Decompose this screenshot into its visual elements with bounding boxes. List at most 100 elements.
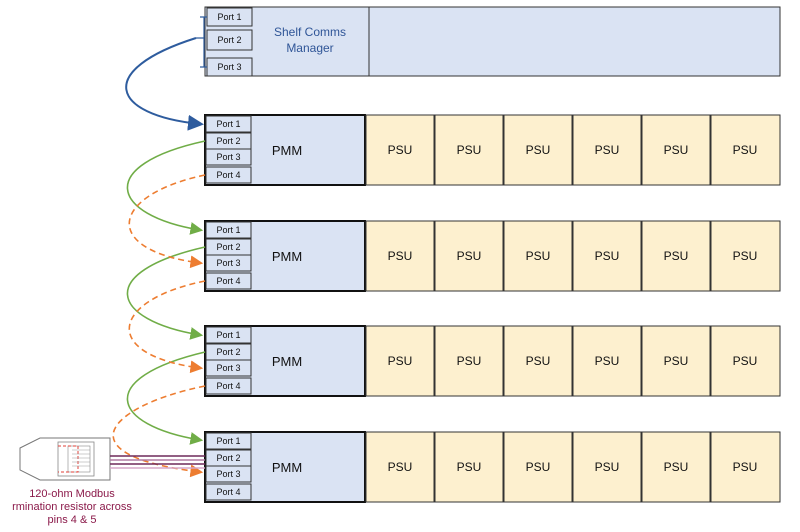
psu-slot: PSU — [572, 220, 642, 292]
manager-title-line1: Shelf Comms — [274, 25, 346, 39]
orange-link-2-3 — [128, 280, 206, 374]
psu-label: PSU — [733, 143, 758, 157]
psu-label: PSU — [595, 249, 620, 263]
port-label: Port 1 — [216, 436, 240, 446]
psu-label: PSU — [388, 249, 413, 263]
pmm-label: PMM — [272, 354, 302, 369]
port-label: Port 2 — [216, 242, 240, 252]
psu-label: PSU — [595, 354, 620, 368]
psu-label: PSU — [526, 460, 551, 474]
shelf-2-port-1: Port 1 — [205, 221, 252, 239]
psu-label: PSU — [457, 249, 482, 263]
psu-slot: PSU — [710, 325, 781, 397]
psu-slot: PSU — [572, 325, 642, 397]
shelf-1-port-2: Port 2 — [205, 132, 252, 150]
psu-label: PSU — [457, 354, 482, 368]
psu-label: PSU — [388, 460, 413, 474]
psu-label: PSU — [664, 249, 689, 263]
shelf-1-port-4: Port 4 — [205, 166, 252, 184]
terminator-note-line3: pins 4 & 5 — [48, 514, 97, 526]
psu-slot: PSU — [503, 114, 573, 186]
psu-label: PSU — [595, 143, 620, 157]
psu-label: PSU — [526, 249, 551, 263]
orange-link-1-2 — [128, 174, 206, 269]
manager-port-3-label: Port 3 — [217, 62, 241, 72]
shelf-2-port-2: Port 2 — [205, 238, 252, 256]
shelf-3-port-2: Port 2 — [205, 343, 252, 361]
psu-slot: PSU — [503, 325, 573, 397]
psu-slot: PSU — [710, 114, 781, 186]
shelf-3-port-1: Port 1 — [205, 326, 252, 344]
port-label: Port 1 — [216, 330, 240, 340]
shelf-3-port-4: Port 4 — [205, 377, 252, 395]
port-label: Port 2 — [216, 453, 240, 463]
psu-slot: PSU — [641, 431, 711, 503]
psu-label: PSU — [526, 354, 551, 368]
pmm-label: PMM — [272, 143, 302, 158]
shelf-4-port-1: Port 1 — [205, 432, 252, 450]
manager-port-2: Port 2 — [206, 29, 253, 51]
manager-title-line2: Manager — [286, 41, 333, 55]
rj45-terminator-plug — [19, 437, 205, 481]
psu-slot: PSU — [365, 325, 435, 397]
port-label: Port 2 — [216, 136, 240, 146]
psu-label: PSU — [595, 460, 620, 474]
psu-label: PSU — [664, 354, 689, 368]
shelf-comms-manager: Port 1 Port 2 Port 3 Shelf Comms Manager — [196, 6, 781, 77]
psu-slot: PSU — [710, 220, 781, 292]
shelf-3-port-3: Port 3 — [205, 359, 252, 377]
psu-label: PSU — [664, 460, 689, 474]
green-link-1-2 — [126, 140, 206, 235]
port-label: Port 4 — [216, 381, 240, 391]
psu-slot: PSU — [365, 114, 435, 186]
psu-label: PSU — [733, 460, 758, 474]
shelf-2-port-4: Port 4 — [205, 272, 252, 290]
psu-slot: PSU — [434, 431, 504, 503]
psu-slot: PSU — [641, 325, 711, 397]
psu-label: PSU — [664, 143, 689, 157]
manager-port-1: Port 1 — [206, 7, 253, 27]
psu-slot: PSU — [365, 220, 435, 292]
shelf-1-port-3: Port 3 — [205, 148, 252, 166]
port-label: Port 4 — [216, 276, 240, 286]
green-link-3-4 — [126, 351, 206, 445]
psu-slot: PSU — [503, 220, 573, 292]
terminator-note-line1: 120-ohm Modbus — [29, 488, 115, 500]
manager-port-3: Port 3 — [206, 57, 253, 77]
green-link-2-3 — [126, 246, 206, 340]
psu-label: PSU — [388, 143, 413, 157]
pmm-label: PMM — [272, 249, 302, 264]
psu-slot: PSU — [434, 114, 504, 186]
manager-to-shelf1-link — [125, 37, 204, 131]
shelf-row-3: Port 1 Port 2 Port 3 Port 4 PMM PSU PSU … — [204, 325, 781, 397]
shelf-4-port-2: Port 2 — [205, 449, 252, 467]
psu-slot: PSU — [710, 431, 781, 503]
port-label: Port 4 — [216, 170, 240, 180]
shelf-4-port-4: Port 4 — [205, 483, 252, 501]
manager-frame — [204, 6, 781, 77]
psu-label: PSU — [457, 143, 482, 157]
psu-label: PSU — [733, 249, 758, 263]
psu-slot: PSU — [434, 220, 504, 292]
psu-label: PSU — [388, 354, 413, 368]
shelf-2-port-3: Port 3 — [205, 254, 252, 272]
psu-slot: PSU — [572, 114, 642, 186]
shelf-4-port-3: Port 3 — [205, 465, 252, 483]
manager-port-1-label: Port 1 — [217, 12, 241, 22]
psu-slot: PSU — [641, 114, 711, 186]
manager-port-2-label: Port 2 — [217, 35, 241, 45]
psu-slot: PSU — [434, 325, 504, 397]
shelf-row-2: Port 1 Port 2 Port 3 Port 4 PMM PSU PSU … — [204, 220, 781, 292]
port-label: Port 4 — [216, 487, 240, 497]
shelf-1-port-1: Port 1 — [205, 115, 252, 133]
terminator-note-line2: rmination resistor across — [12, 501, 132, 513]
psu-label: PSU — [526, 143, 551, 157]
psu-label: PSU — [733, 354, 758, 368]
shelf-row-4: Port 1 Port 2 Port 3 Port 4 PMM PSU PSU … — [204, 431, 781, 503]
psu-slot: PSU — [572, 431, 642, 503]
port-label: Port 3 — [216, 469, 240, 479]
port-label: Port 3 — [216, 258, 240, 268]
psu-slot: PSU — [503, 431, 573, 503]
